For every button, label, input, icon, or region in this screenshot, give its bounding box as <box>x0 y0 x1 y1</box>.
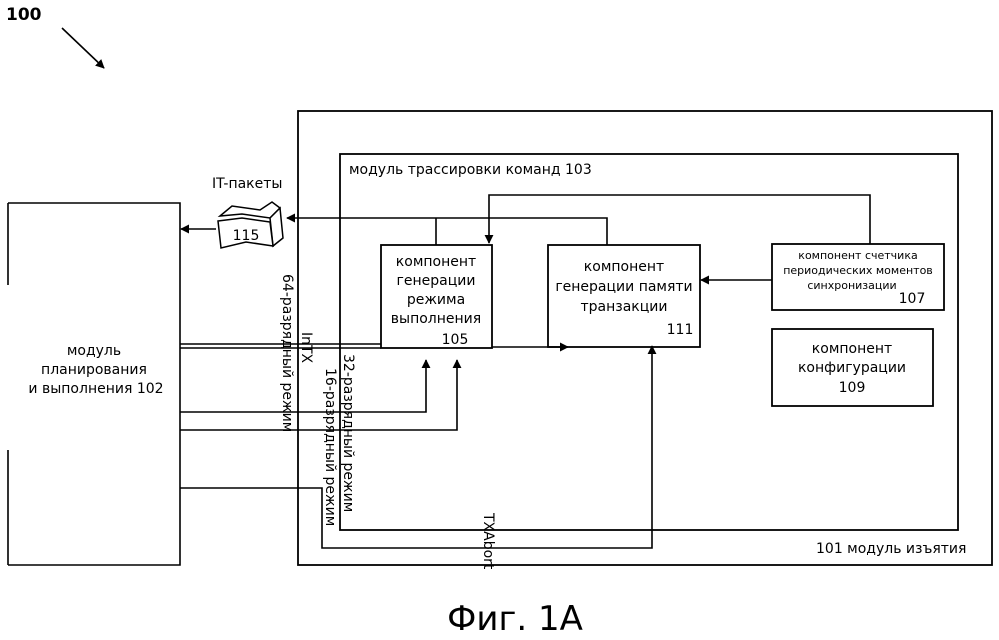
txn-component-line1: компонент <box>584 259 664 275</box>
scheduler-label-line2: планирования <box>41 362 147 378</box>
trace-module-label: модуль трассировки команд 103 <box>349 162 592 178</box>
counter-to-mode-arrow <box>489 195 870 244</box>
txn-component-line3: транзакции <box>581 299 668 315</box>
scheduler-label-line3: и выполнения 102 <box>28 381 163 397</box>
intx-signal-label: InTX <box>298 332 314 364</box>
figure-caption: Фиг. 1А <box>447 599 583 639</box>
mode64-signal-label: 64-разрядный режим <box>279 274 295 432</box>
packets-number: 115 <box>233 228 260 244</box>
mode-component-number: 105 <box>442 332 469 348</box>
mode-component-line2: генерации <box>397 273 476 289</box>
figure-number: 100 <box>6 5 42 25</box>
counter-component-line3: синхронизации <box>807 279 896 292</box>
figure-pointer-arrow <box>62 28 104 68</box>
trace-output-to-packets-arrow <box>287 218 607 245</box>
config-component-line1: компонент <box>812 341 892 357</box>
mode-component-line1: компонент <box>396 254 476 270</box>
mode-component-line3: режима <box>407 292 465 308</box>
counter-component-line2: периодических моментов <box>783 264 933 277</box>
txn-component-line2: генерации памяти <box>555 279 692 295</box>
retirement-module-label: 101 модуль изъятия <box>816 541 966 557</box>
scheduler-label-line1: модуль <box>67 343 121 359</box>
config-component-line2: конфигурации <box>798 360 906 376</box>
mode-component-line4: выполнения <box>391 311 481 327</box>
mode16-signal-arrow <box>180 360 457 430</box>
config-component-number: 109 <box>839 380 866 396</box>
mode16-signal-label: 16-разрядный режим <box>322 368 338 526</box>
counter-component-number: 107 <box>899 291 926 307</box>
counter-component-line1: компонент счетчика <box>798 249 917 262</box>
txabort-signal-label: TXAbort <box>480 512 496 570</box>
mode32-signal-arrow <box>180 360 426 412</box>
txabort-signal-arrow <box>180 346 652 548</box>
packets-label: IT-пакеты <box>212 176 282 192</box>
txn-component-number: 111 <box>667 322 694 338</box>
mode32-signal-label: 32-разрядный режим <box>340 354 356 512</box>
